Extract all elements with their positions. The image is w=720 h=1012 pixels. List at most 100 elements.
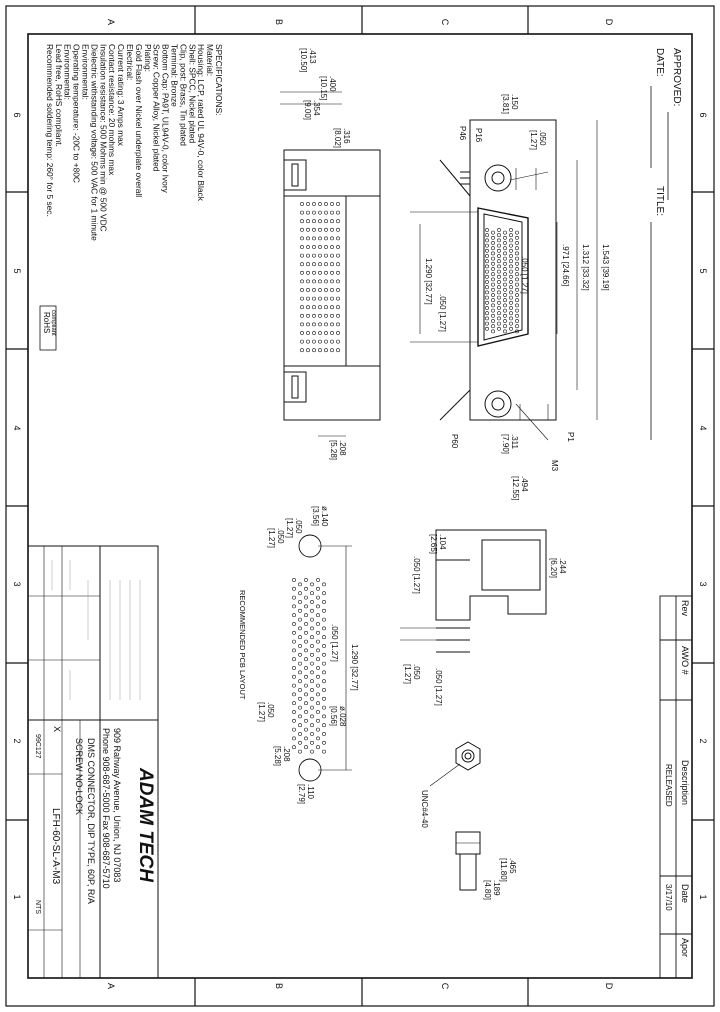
pin-hole bbox=[322, 626, 326, 631]
dim-label: .050[1.27] bbox=[403, 664, 421, 684]
pin-hole bbox=[515, 235, 519, 240]
pin-hole bbox=[306, 296, 310, 301]
pin-hole bbox=[306, 339, 310, 344]
title-label: TITLE: bbox=[654, 186, 665, 216]
pin-hole bbox=[336, 279, 340, 284]
pin-hole bbox=[509, 326, 513, 331]
pin-hole bbox=[298, 670, 302, 675]
pin-hole bbox=[336, 219, 340, 224]
pin-hole bbox=[497, 259, 501, 264]
pin-hole bbox=[503, 241, 507, 245]
pin-hole bbox=[312, 305, 316, 310]
spec-line: Current rating: 3 Amps max bbox=[116, 44, 126, 147]
pin-hole bbox=[310, 635, 314, 640]
pin-hole bbox=[300, 331, 304, 335]
pin-hole bbox=[310, 608, 314, 613]
pin-hole bbox=[316, 683, 320, 688]
pin-hole bbox=[318, 219, 322, 224]
dim-label: .050 [1.27] bbox=[330, 624, 339, 662]
pin-hole bbox=[330, 202, 334, 206]
front-pin-grid bbox=[485, 228, 519, 334]
pin-hole bbox=[292, 683, 296, 688]
spec-line: Environmental: bbox=[63, 44, 73, 100]
pin-hole bbox=[318, 202, 322, 206]
pin-hole bbox=[509, 290, 513, 295]
pin-hole bbox=[322, 688, 326, 692]
spec-line: Screw: Copper Alloy, Nickel plated bbox=[152, 44, 162, 172]
front-shell bbox=[477, 207, 529, 347]
dim-label: .354[9.00] bbox=[303, 100, 321, 120]
pin-hole bbox=[497, 290, 501, 295]
pin-hole bbox=[497, 321, 501, 326]
top-view-dim-text: .400[10.15] .413[10.50] .354[9.00] .316[… bbox=[299, 48, 351, 460]
dim-label: .104[2.65] bbox=[429, 534, 447, 554]
spec-line: Insulation resistance: 500 Mohms min @ 5… bbox=[98, 44, 108, 232]
zone-ticks bbox=[6, 6, 714, 1006]
pin-label: M3 bbox=[550, 460, 559, 472]
pin-hole bbox=[322, 644, 326, 648]
pin-hole bbox=[324, 331, 328, 335]
pin-hole bbox=[306, 236, 310, 241]
pcb-layout-text: RECOMMENDED PCB LAYOUT ø.140[3.56] .050[… bbox=[238, 506, 359, 804]
pin-hole bbox=[509, 248, 513, 253]
pin-hole bbox=[330, 348, 334, 353]
pin-hole bbox=[336, 262, 340, 267]
company-address: 909 Rahway Avenue, Union, NJ 07083 bbox=[112, 728, 122, 882]
pin-hole bbox=[503, 287, 507, 292]
pin-hole bbox=[292, 727, 296, 732]
pin-hole bbox=[310, 626, 314, 631]
pin-hole bbox=[306, 270, 310, 275]
dim-label: .413[10.50] bbox=[299, 48, 317, 72]
pin-hole bbox=[318, 227, 322, 232]
pin-hole bbox=[497, 316, 501, 321]
pin-hole bbox=[336, 227, 340, 232]
pin-hole bbox=[509, 233, 513, 238]
revision-table-text: Rev AWO # Description Date Apor RELEASED… bbox=[664, 600, 690, 957]
pin-hole bbox=[298, 661, 302, 666]
pin-hole bbox=[312, 270, 316, 275]
pin-hole bbox=[515, 246, 519, 251]
pin-hole bbox=[300, 296, 304, 301]
pin-hole bbox=[509, 306, 513, 310]
pin-hole bbox=[298, 688, 302, 692]
spec-line: Dielectric withstanding voltage: 500 VAC… bbox=[89, 44, 99, 241]
spec-line: SPECIFICATIONS: bbox=[214, 44, 224, 116]
screw-post bbox=[455, 831, 481, 891]
ref-code: 99C127 bbox=[34, 734, 41, 759]
pin-hole bbox=[316, 657, 320, 662]
pin-hole bbox=[324, 288, 328, 292]
pin-hole bbox=[298, 723, 302, 728]
pin-hole bbox=[497, 311, 501, 316]
pin-hole bbox=[318, 339, 322, 344]
pin-hole bbox=[515, 293, 519, 297]
pin-hole bbox=[485, 321, 489, 326]
pin-hole bbox=[312, 202, 316, 206]
top-pin-grid bbox=[300, 202, 340, 353]
pin-hole bbox=[316, 718, 320, 723]
pin-hole bbox=[322, 652, 326, 657]
description-header: Description bbox=[680, 760, 690, 805]
pin-hole bbox=[310, 652, 314, 657]
pin-hole bbox=[318, 322, 322, 327]
pin-hole bbox=[503, 261, 507, 266]
zone-numbers-left: 6 5 4 3 2 1 bbox=[12, 112, 22, 899]
apor-header: Apor bbox=[680, 938, 690, 957]
pin-hole bbox=[503, 282, 507, 287]
pin-hole bbox=[330, 262, 334, 267]
pin-hole bbox=[298, 635, 302, 640]
dim-label: .050[1.27] bbox=[529, 130, 547, 150]
side-view bbox=[400, 529, 547, 653]
rev-date: 3/17/10 bbox=[664, 884, 673, 911]
rohs-compliant-text: compliant bbox=[50, 310, 56, 336]
pin-hole bbox=[491, 313, 495, 318]
dim-label: .208[5.28] bbox=[273, 746, 291, 766]
pin-hole bbox=[292, 613, 296, 618]
pin-hole bbox=[322, 661, 326, 666]
pin-hole bbox=[318, 262, 322, 267]
pin-hole bbox=[322, 679, 326, 684]
pin-hole bbox=[312, 279, 316, 284]
pin-hole bbox=[330, 339, 334, 344]
side-view-dim-text: .244[6.20] .104[2.65] .050 [1.27] .050 [… bbox=[403, 534, 567, 706]
title-block bbox=[27, 545, 159, 979]
